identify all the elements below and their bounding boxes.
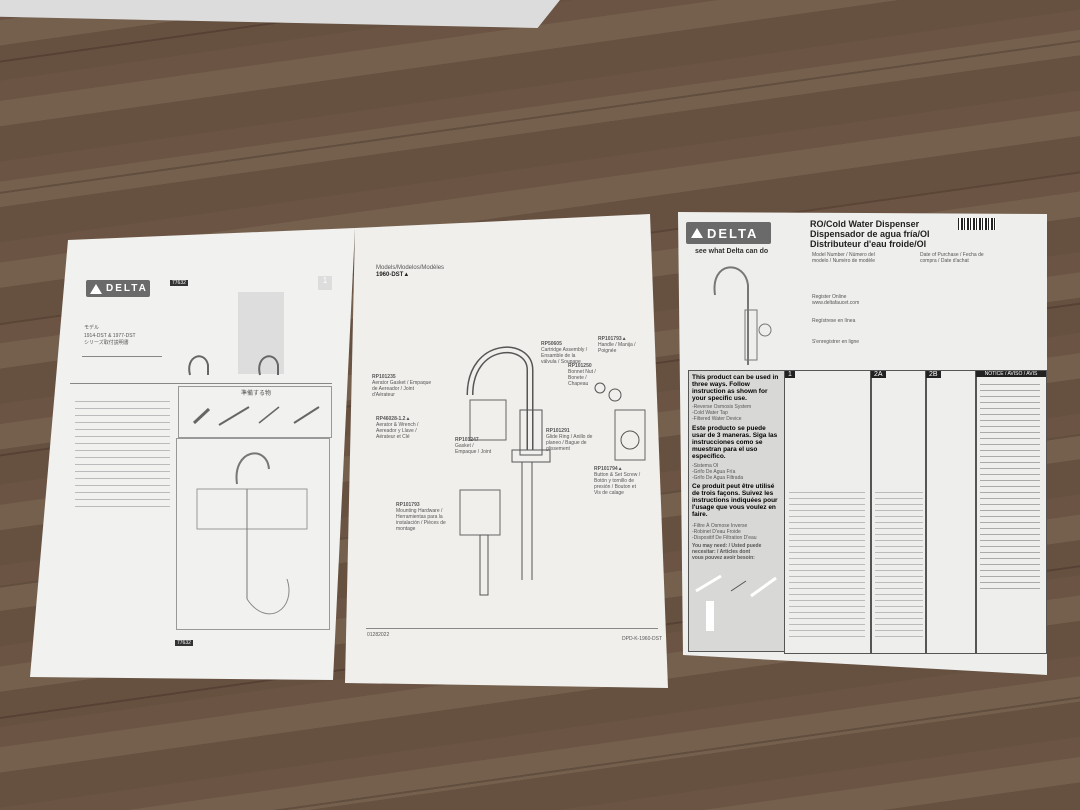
sink-diagram <box>196 452 308 615</box>
faucet-illustration <box>188 355 279 376</box>
page-number: 1 <box>318 276 332 290</box>
tools-icons <box>192 406 320 426</box>
register-es: Regístrese en línea <box>812 318 856 324</box>
model-label: モデル <box>84 325 100 331</box>
step-2a-panel: 2A <box>870 370 927 654</box>
title-en: RO/Cold Water Dispenser <box>810 219 920 229</box>
date-of-purchase-field: Date of Purchase / Fecha de compra / Dat… <box>920 252 984 264</box>
delta-logo: DELTA <box>686 222 771 244</box>
tools-icons <box>695 574 777 631</box>
delta-logo-icon <box>691 228 703 238</box>
may-need-text: You may need: / Usted puede necesitar: /… <box>692 543 762 561</box>
register-en: Register Online <box>812 294 847 300</box>
website-link[interactable]: www.deltafaucet.com <box>812 300 860 306</box>
step-1-panel: 1 <box>784 370 872 654</box>
uses-fr: -Filtre À Osmose Inverse-Robinet D'eau F… <box>692 523 757 541</box>
tools-panel: 準備する物 <box>178 386 332 438</box>
footer-date: 01282022 <box>367 632 390 638</box>
footer-divider <box>366 628 658 629</box>
notice-panel: NOTICE / AVISO / AVIS <box>975 370 1047 654</box>
title-fr: Distributeur d'eau froide/OI <box>810 239 927 249</box>
uses-es: -Sistema OI-Grifo De Agua Fría-Grifo De … <box>692 463 744 481</box>
title-es: Dispensador de agua fría/OI <box>810 229 930 239</box>
step-2b-panel: 2B <box>925 370 977 654</box>
step-text <box>789 489 865 639</box>
japanese-instructions-text <box>75 398 170 508</box>
faucet-exploded-diagram <box>459 346 646 596</box>
footer-doc-code: DPD-K-1960-DST <box>622 636 663 642</box>
part-label: RP46028-1.2▲Aerator & Wrench / Aereador … <box>376 416 419 440</box>
intro-es: Este producto se puede usar de 3 maneras… <box>692 425 778 460</box>
subtitle-text: シリーズ取付説明書 <box>84 340 129 346</box>
tagline: see what Delta can do <box>695 248 769 255</box>
step-number: 2B <box>926 371 941 378</box>
step-number: 2A <box>871 371 886 378</box>
models-text: 1914-DST & 1977-DST <box>84 333 136 339</box>
step-text <box>875 489 923 639</box>
brand-text: DELTA <box>106 283 148 294</box>
notice-heading: NOTICE / AVISO / AVIS <box>976 371 1046 377</box>
install-diagram-panel <box>176 438 330 630</box>
model-badge-bottom: 77632 <box>175 640 193 646</box>
notice-text <box>980 381 1040 591</box>
models-label: Models/Modelos/Modèles <box>376 265 445 271</box>
step-number: 1 <box>785 371 795 378</box>
intro-fr: Ce produit peut être utilisé de trois fa… <box>692 483 778 518</box>
barcode <box>958 218 996 230</box>
delta-logo-icon <box>90 283 102 294</box>
model-badge-top: 77632 <box>170 280 188 286</box>
divider <box>70 383 332 384</box>
delta-logo: DELTA <box>86 280 150 297</box>
model-number-field: Model Number / Número del modelo / Numér… <box>812 252 876 264</box>
intro-en: This product can be used in three ways. … <box>692 374 779 402</box>
tools-heading: 準備する物 <box>241 391 272 397</box>
brand-text: DELTA <box>707 225 759 241</box>
uses-panel: This product can be used in three ways. … <box>688 370 785 652</box>
model-number: 1960-DST▲ <box>376 272 410 278</box>
divider <box>82 356 162 357</box>
faucet-illustration <box>713 266 772 365</box>
box-edge <box>0 0 560 28</box>
uses-en: -Reverse Osmosis System-Cold Water Tap-F… <box>692 404 752 422</box>
register-fr: S'enregistrer en ligne <box>812 339 860 345</box>
part-label: RP101793▲Handle / Manija / Poignée <box>598 336 636 354</box>
part-label: RP101794▲Button & Set Screw / Botón y to… <box>594 466 641 496</box>
